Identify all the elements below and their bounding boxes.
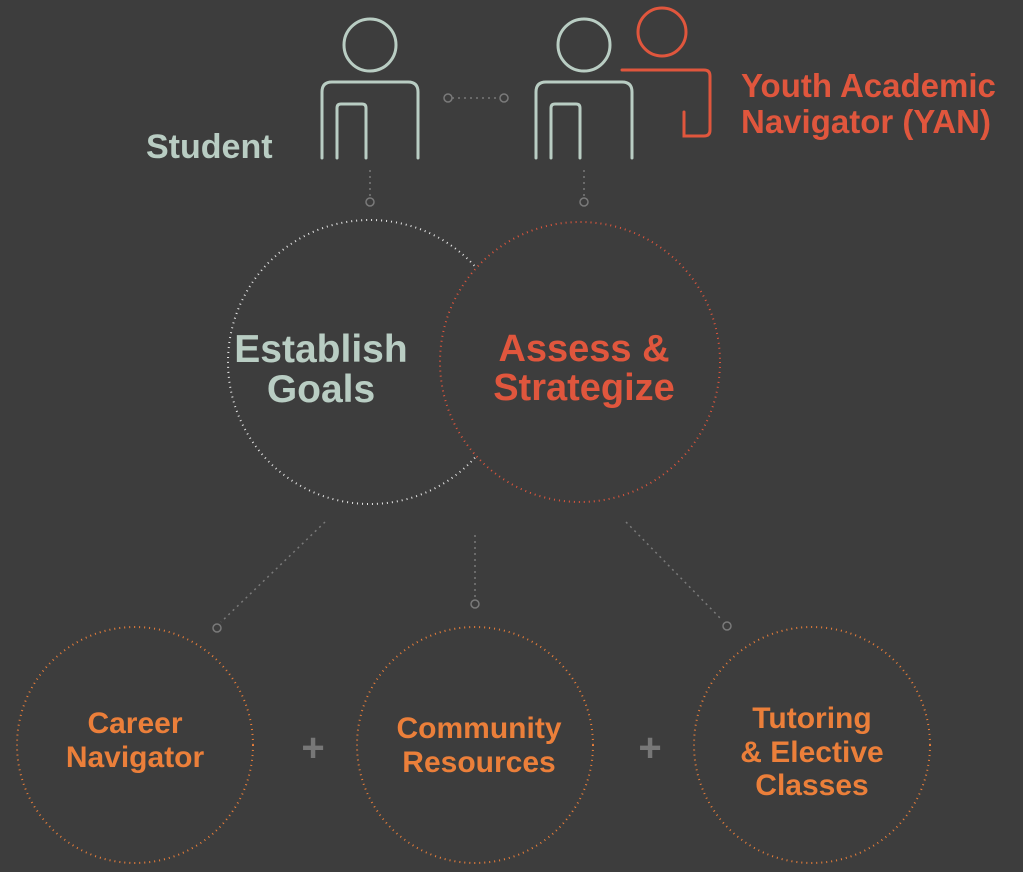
career-navigator-label: Career Navigator <box>55 707 215 774</box>
career-navigator-line1: Career <box>87 707 183 740</box>
tutoring-elective-line2: & Elective <box>740 735 884 769</box>
community-resources-label: Community Resources <box>384 712 574 779</box>
career-navigator-circle <box>16 626 254 864</box>
yan-label-line2: Navigator (YAN) <box>741 102 991 140</box>
assess-strategize-label: Assess & Strategize <box>484 330 684 408</box>
student-person-icon <box>320 17 420 160</box>
community-resources-circle <box>356 626 594 864</box>
step-resource-connectors <box>212 521 732 633</box>
actor-step-connectors <box>365 170 589 207</box>
establish-goals-line2: Goals <box>266 367 376 411</box>
yan-label-line1: Youth Academic <box>741 67 996 104</box>
assess-strategize-circle <box>439 221 721 503</box>
tutoring-elective-line3: Classes <box>755 769 869 803</box>
plus-sign: + <box>298 728 328 769</box>
establish-goals-label: Establish Goals <box>225 330 417 410</box>
plus-sign-text: + <box>301 726 325 770</box>
yan-label: Youth Academic Navigator (YAN) <box>741 68 996 139</box>
tutoring-elective-line1: Tutoring <box>752 702 872 735</box>
yan-overlay-person-icon <box>620 6 712 138</box>
plus-sign-text: + <box>638 726 662 770</box>
establish-goals-line1: Establish <box>234 328 408 371</box>
career-navigator-line2: Navigator <box>65 740 205 774</box>
student-yan-connector <box>443 93 509 103</box>
community-resources-line1: Community <box>396 712 562 745</box>
yan-person-icon <box>534 17 634 160</box>
assess-strategize-line2: Strategize <box>493 366 675 409</box>
community-resources-line2: Resources <box>402 745 556 779</box>
student-label-text: Student <box>146 128 273 166</box>
tutoring-elective-circle <box>693 626 931 864</box>
plus-sign: + <box>635 728 665 769</box>
student-label: Student <box>146 130 273 165</box>
tutoring-elective-label: Tutoring & Elective Classes <box>727 702 897 803</box>
assess-strategize-line1: Assess & <box>498 328 670 370</box>
